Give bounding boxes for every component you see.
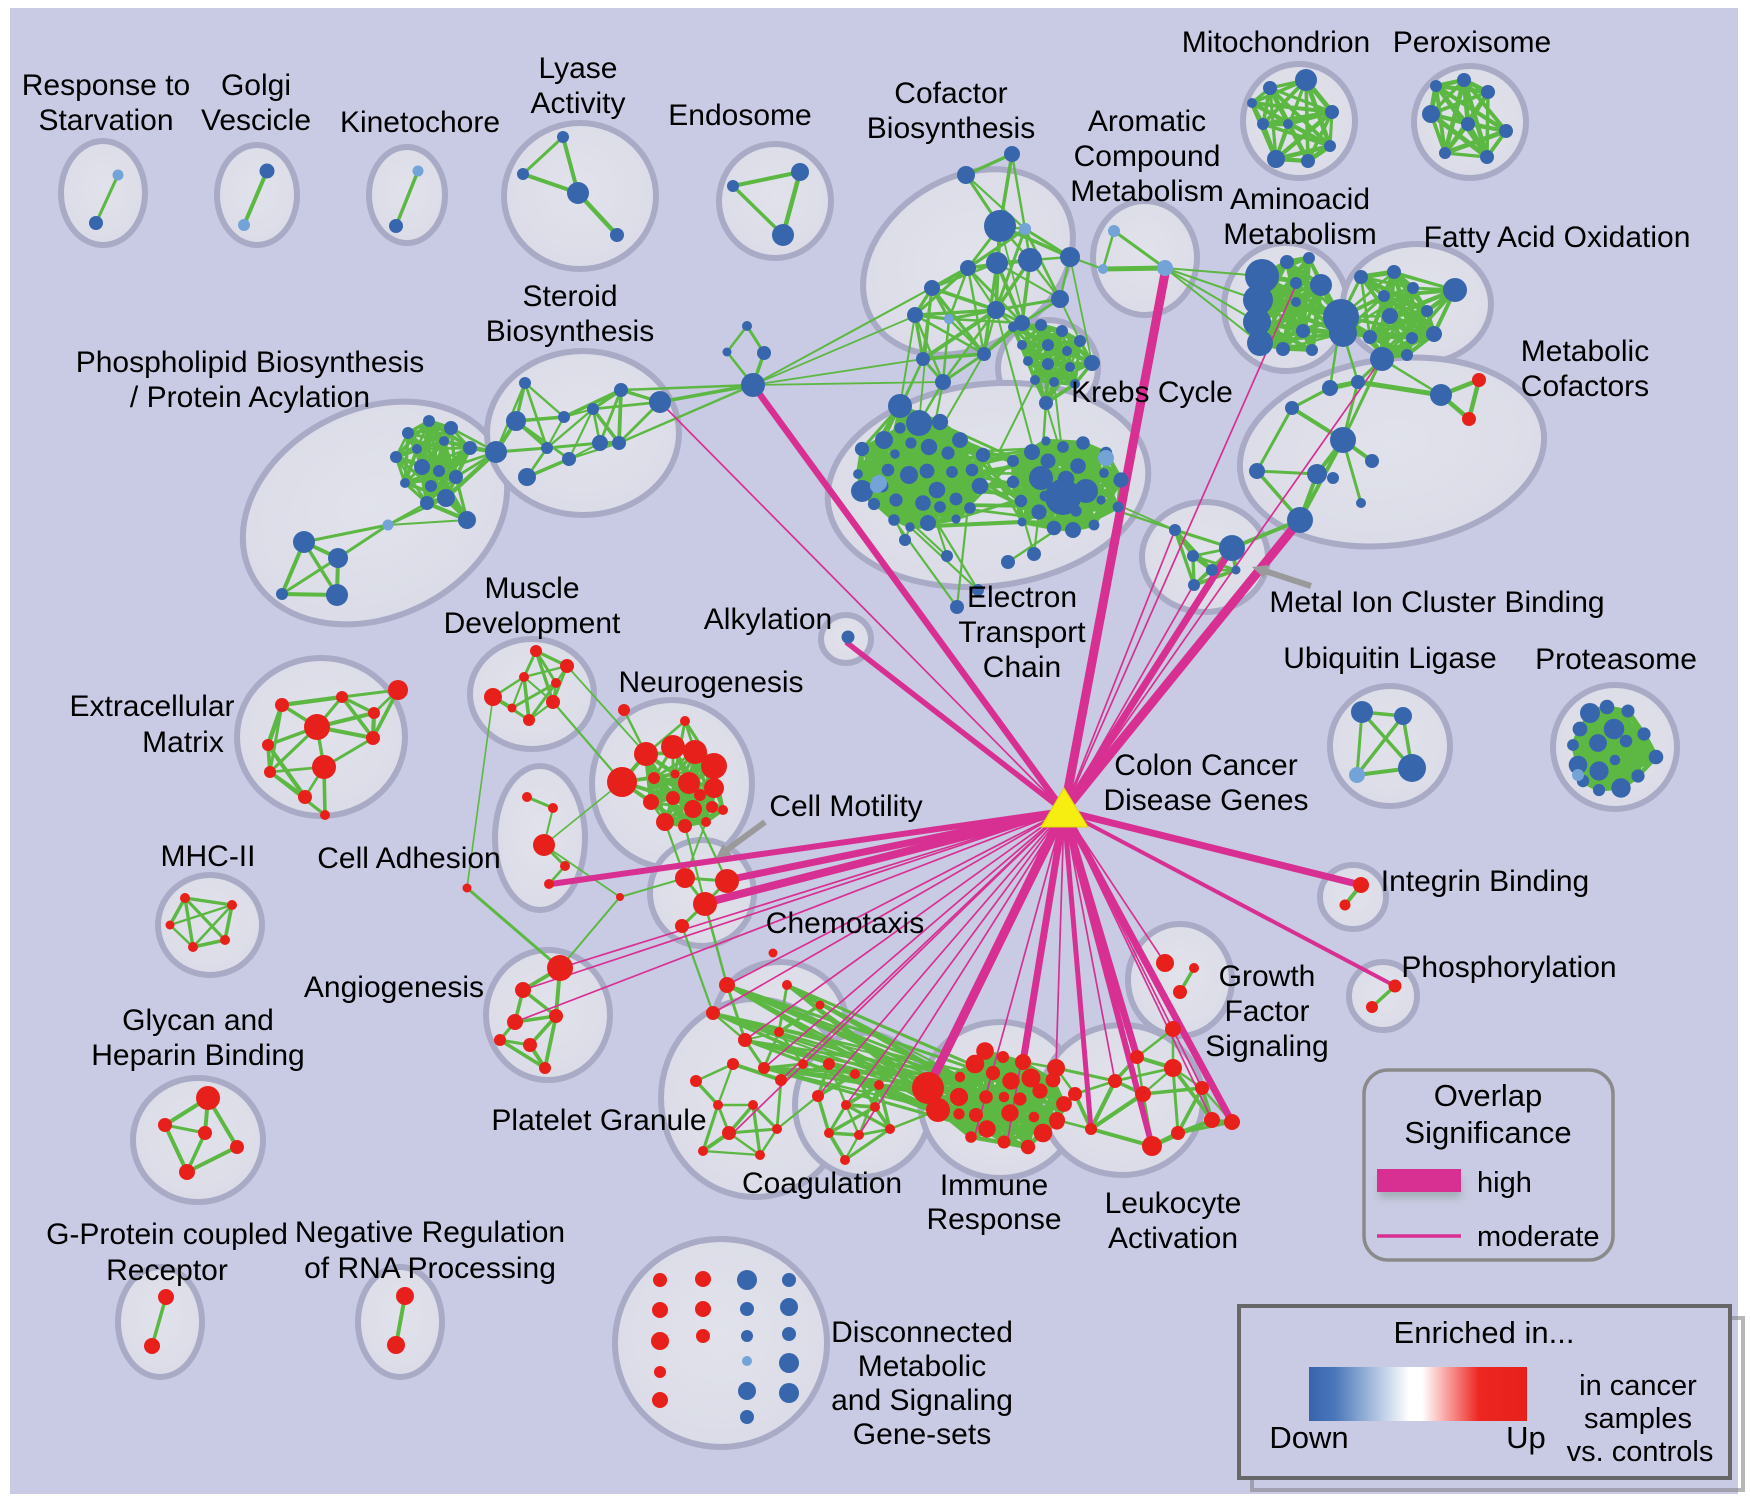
- svg-text:Metabolic: Metabolic: [1521, 335, 1649, 368]
- svg-text:Metabolism: Metabolism: [1223, 218, 1376, 251]
- svg-text:Response to: Response to: [22, 69, 190, 102]
- svg-text:Transport: Transport: [958, 616, 1086, 649]
- svg-text:Mitochondrion: Mitochondrion: [1182, 26, 1370, 59]
- svg-text:G-Protein coupled: G-Protein coupled: [46, 1218, 288, 1251]
- svg-text:Proteasome: Proteasome: [1535, 643, 1697, 676]
- svg-text:Starvation: Starvation: [38, 104, 173, 137]
- svg-text:Activation: Activation: [1108, 1222, 1238, 1255]
- svg-text:Response: Response: [926, 1203, 1061, 1236]
- svg-text:Phospholipid Biosynthesis: Phospholipid Biosynthesis: [76, 346, 425, 379]
- svg-text:Peroxisome: Peroxisome: [1393, 26, 1551, 59]
- svg-text:Metal Ion Cluster Binding: Metal Ion Cluster Binding: [1269, 586, 1604, 619]
- svg-text:vs. controls: vs. controls: [1567, 1436, 1714, 1468]
- svg-text:Gene-sets: Gene-sets: [853, 1418, 991, 1451]
- svg-text:Lyase: Lyase: [539, 52, 618, 85]
- svg-text:Overlap: Overlap: [1434, 1078, 1543, 1113]
- svg-text:Extracellular: Extracellular: [69, 690, 234, 723]
- svg-text:Alkylation: Alkylation: [704, 603, 832, 636]
- svg-text:Chain: Chain: [983, 651, 1061, 684]
- svg-text:of RNA Processing: of RNA Processing: [304, 1252, 556, 1285]
- svg-text:Leukocyte: Leukocyte: [1105, 1187, 1242, 1220]
- svg-text:moderate: moderate: [1477, 1221, 1600, 1253]
- svg-text:/ Protein Acylation: / Protein Acylation: [130, 381, 370, 414]
- svg-text:Endosome: Endosome: [668, 99, 811, 132]
- svg-text:Integrin Binding: Integrin Binding: [1381, 865, 1589, 898]
- svg-text:high: high: [1477, 1167, 1532, 1199]
- svg-text:Aminoacid: Aminoacid: [1230, 183, 1370, 216]
- svg-text:Kinetochore: Kinetochore: [340, 106, 500, 139]
- svg-text:Cofactors: Cofactors: [1521, 370, 1649, 403]
- svg-text:Signaling: Signaling: [1205, 1030, 1328, 1063]
- svg-text:Golgi: Golgi: [221, 69, 291, 102]
- svg-text:Vescicle: Vescicle: [201, 104, 311, 137]
- svg-text:Down: Down: [1269, 1420, 1348, 1455]
- svg-text:Heparin Binding: Heparin Binding: [91, 1039, 304, 1072]
- svg-text:and Signaling: and Signaling: [831, 1384, 1013, 1417]
- svg-text:Negative Regulation: Negative Regulation: [295, 1216, 565, 1249]
- svg-text:Receptor: Receptor: [106, 1254, 228, 1287]
- svg-text:Enriched in...: Enriched in...: [1394, 1315, 1575, 1350]
- svg-text:Immune: Immune: [940, 1169, 1048, 1202]
- svg-text:Growth: Growth: [1219, 960, 1316, 993]
- svg-text:Significance: Significance: [1404, 1115, 1571, 1150]
- svg-text:Biosynthesis: Biosynthesis: [867, 112, 1035, 145]
- svg-text:Up: Up: [1506, 1420, 1546, 1455]
- svg-text:Platelet Granule: Platelet Granule: [491, 1104, 706, 1137]
- svg-text:Phosphorylation: Phosphorylation: [1401, 951, 1616, 984]
- svg-text:Muscle: Muscle: [484, 572, 579, 605]
- svg-text:Neurogenesis: Neurogenesis: [618, 666, 803, 699]
- svg-text:Matrix: Matrix: [142, 726, 224, 759]
- svg-text:Activity: Activity: [530, 87, 625, 120]
- svg-text:Electron: Electron: [967, 581, 1077, 614]
- svg-text:Colon Cancer: Colon Cancer: [1114, 749, 1297, 782]
- svg-text:Coagulation: Coagulation: [742, 1167, 902, 1200]
- svg-text:Biosynthesis: Biosynthesis: [486, 315, 654, 348]
- svg-text:Glycan and: Glycan and: [122, 1004, 274, 1037]
- svg-text:Disease Genes: Disease Genes: [1103, 784, 1308, 817]
- svg-text:Ubiquitin Ligase: Ubiquitin Ligase: [1283, 642, 1496, 675]
- svg-text:Cofactor: Cofactor: [894, 77, 1007, 110]
- svg-text:Cell Adhesion: Cell Adhesion: [317, 842, 500, 875]
- svg-text:Development: Development: [444, 607, 621, 640]
- svg-text:Aromatic: Aromatic: [1088, 105, 1206, 138]
- svg-text:Steroid: Steroid: [522, 280, 617, 313]
- svg-text:samples: samples: [1584, 1403, 1692, 1435]
- svg-text:Factor: Factor: [1224, 995, 1309, 1028]
- svg-text:Angiogenesis: Angiogenesis: [304, 971, 484, 1004]
- svg-text:Fatty Acid Oxidation: Fatty Acid Oxidation: [1424, 221, 1691, 254]
- svg-text:MHC-II: MHC-II: [161, 840, 256, 873]
- svg-text:Compound: Compound: [1074, 140, 1221, 173]
- svg-text:Krebs Cycle: Krebs Cycle: [1071, 376, 1233, 409]
- svg-text:Metabolism: Metabolism: [1070, 175, 1223, 208]
- svg-text:Disconnected: Disconnected: [831, 1316, 1013, 1349]
- svg-text:in cancer: in cancer: [1579, 1370, 1697, 1402]
- svg-text:Cell Motility: Cell Motility: [769, 790, 922, 823]
- svg-text:Metabolic: Metabolic: [858, 1350, 986, 1383]
- svg-text:Chemotaxis: Chemotaxis: [766, 907, 924, 940]
